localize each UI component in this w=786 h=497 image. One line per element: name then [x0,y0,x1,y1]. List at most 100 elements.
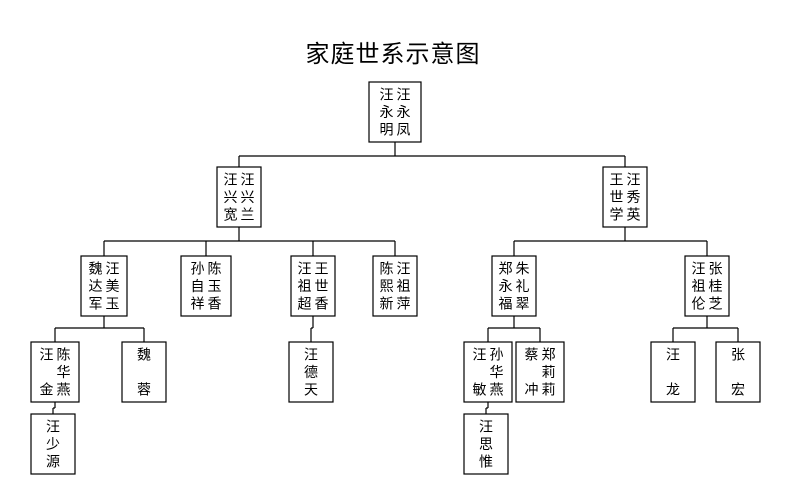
name-character: 汪 [479,420,493,436]
name-character: 华 [490,365,504,381]
person-box-g3_2: 孙自祥 陈玉香 [180,255,232,317]
name-character: 惟 [479,454,493,470]
name-character: 天 [304,382,318,398]
name-character: 超 [298,296,312,312]
name-character: 新 [380,296,394,312]
person-box-g3_5: 郑永福 朱礼翠 [491,255,537,317]
name-character: 达 [89,279,103,295]
person-box-frame [491,255,537,317]
person-box-frame [216,166,262,228]
name-character: 礼 [516,279,530,295]
name-character: 香 [315,296,329,312]
name-character: 永 [380,105,394,121]
name-character: 汪 [241,173,255,189]
person-box-g3_6: 汪祖伦 张桂芝 [684,255,730,317]
person-box-frame [30,341,80,403]
name-character: 兴 [224,190,238,206]
person-box-frame [715,341,761,403]
name-character: 魏 [89,262,103,278]
name-character: 永 [499,279,513,295]
name-character: 汪 [627,173,641,189]
name-character: 军 [89,296,103,312]
person-box-frame [463,413,509,475]
connector-lines [52,142,739,414]
person-box-g4_2: 魏蓉 [121,341,167,403]
name-character: 祖 [397,279,411,295]
name-character: 陈 [208,261,222,278]
name-character: 伦 [692,296,706,312]
name-character: 凤 [397,122,411,138]
name-character: 桂 [709,279,723,295]
name-character: 蔡 [525,348,539,364]
person-box-g5_1: 汪少源 [30,413,76,475]
person-box-frame [290,255,336,317]
name-character: 汪 [380,88,394,104]
name-character: 孙 [191,262,205,278]
person-box-frame [602,166,648,228]
name-character: 陈 [57,347,71,364]
name-character: 少 [46,437,60,453]
name-character: 汪 [224,173,238,189]
name-character: 宽 [224,206,238,223]
name-character: 香 [208,296,222,312]
name-character: 郑 [542,348,556,364]
name-character: 永 [397,105,411,121]
name-character: 敏 [473,382,487,398]
name-character: 明 [380,122,394,138]
name-character: 莉 [542,365,556,381]
name-character: 翠 [516,296,530,312]
person-box-frame [372,255,418,317]
name-character: 张 [709,262,723,278]
name-character: 宏 [731,382,745,398]
person-box-g4_3: 汪德天 [288,341,334,403]
person-box-frame [463,341,513,403]
name-character: 自 [191,279,205,295]
name-character: 汪 [397,88,411,104]
name-character: 王 [610,173,624,189]
name-character: 冲 [525,382,539,398]
name-character: 兴 [241,190,255,206]
name-character: 汪 [666,348,680,364]
person-box-frame [180,255,232,317]
name-character: 陈 [380,261,394,278]
person-box-g4_7: 张宏 [715,341,761,403]
name-character: 孙 [490,348,504,364]
name-character: 学 [610,207,624,223]
name-character: 芝 [709,296,723,312]
name-character: 世 [315,279,329,295]
name-character: 福 [499,296,513,312]
person-box-frame [288,341,334,403]
name-character: 祥 [191,296,205,312]
name-character: 汪 [40,348,54,364]
name-character: 郑 [499,262,513,278]
name-character: 祖 [692,279,706,295]
name-character: 燕 [57,382,71,398]
person-box-g5_2: 汪思惟 [463,413,509,475]
person-box-frame [650,341,696,403]
name-character: 燕 [490,382,504,398]
person-box-g4_6: 汪龙 [650,341,696,403]
name-character: 汪 [298,262,312,278]
name-character: 魏 [137,348,151,364]
name-character: 蓉 [137,382,151,398]
person-box-frame [368,81,422,143]
person-boxes: 汪永明汪永凤汪兴宽汪兴兰王世学汪秀英魏达军汪美玉孙自祥陈玉香汪祖超王世香陈熙新汪… [30,81,761,475]
name-character: 玉 [208,279,222,295]
name-character: 龙 [666,382,680,398]
person-box-frame [684,255,730,317]
name-character: 玉 [106,296,120,312]
name-character: 汪 [473,348,487,364]
name-character: 汪 [46,420,60,436]
name-character: 张 [731,348,745,364]
name-character: 莉 [542,382,556,398]
name-character: 金 [40,382,54,398]
name-character: 朱 [516,262,530,278]
name-character: 美 [106,279,120,295]
name-character: 源 [46,454,60,470]
name-character: 汪 [692,262,706,278]
